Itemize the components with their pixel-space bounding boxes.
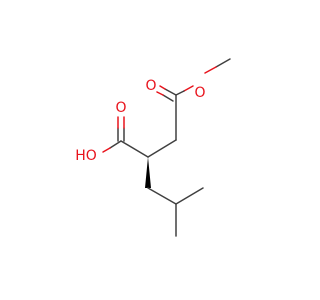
acid-carbonyl-oxygen-label: O bbox=[115, 100, 126, 116]
bond-etherO-carbonylC bbox=[183, 85, 194, 92]
bond-stereocenter-acidC bbox=[120, 140, 149, 158]
bond-etherO-carbonylC-2 bbox=[175, 90, 185, 96]
bond-ester-CO-1b bbox=[159, 85, 166, 90]
bond-acidC-OH bbox=[109, 140, 122, 149]
stereo-wedge-bond bbox=[145, 157, 151, 188]
ether-oxygen-label: O bbox=[194, 85, 205, 101]
bond-ester-CO-1 bbox=[164, 88, 177, 96]
bond-methyl-etherO bbox=[215, 58, 231, 68]
hydroxyl-label: HO bbox=[75, 148, 97, 164]
ester-carbonyl-oxygen-label: O bbox=[145, 78, 156, 94]
bond-CH2-CH-isobutyl bbox=[147, 187, 177, 205]
bond-CH2-stereocenter bbox=[147, 139, 177, 158]
bond-ester-CO-2b bbox=[156, 91, 164, 96]
bond-acidC-OH-b bbox=[102, 147, 111, 153]
chemical-structure: O O O HO bbox=[75, 58, 231, 237]
bond-CH-methyl-1 bbox=[175, 187, 204, 205]
bond-etherO-segment bbox=[204, 66, 217, 74]
bond-ester-CO-2 bbox=[162, 94, 174, 102]
